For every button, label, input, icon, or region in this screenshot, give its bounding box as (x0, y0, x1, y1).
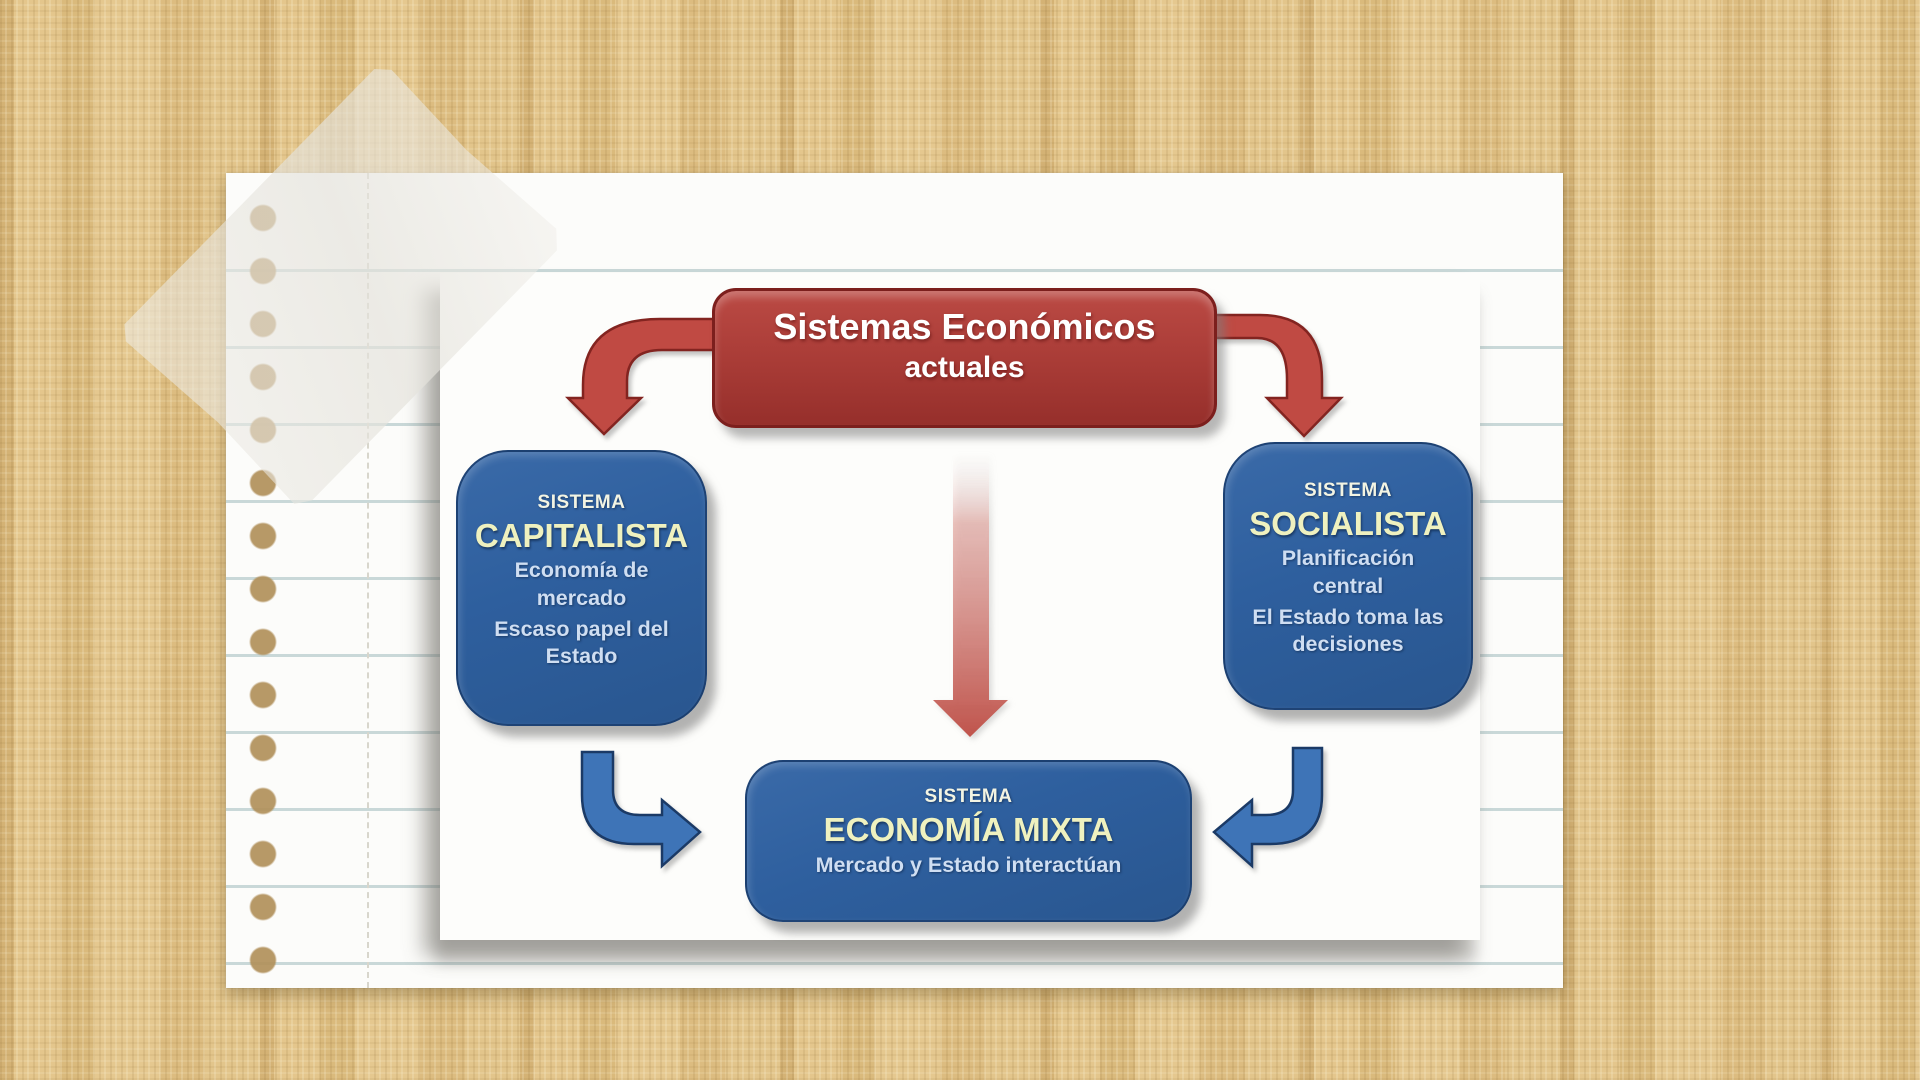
diagram-arrows (564, 313, 1344, 869)
socialista-body-1: Planificación central (1281, 545, 1415, 598)
node-sistema-socialista: SISTEMA SOCIALISTA Planificación central… (1223, 442, 1473, 710)
mixta-kicker: SISTEMA (924, 786, 1013, 807)
mixta-body-1: Mercado y Estado interactúan (815, 852, 1122, 877)
capitalista-title: CAPITALISTA (474, 517, 689, 554)
capitalista-body-2: Escaso papel del Estado (494, 616, 669, 669)
node-sistema-capitalista: SISTEMA CAPITALISTA Economía de mercado … (456, 450, 707, 726)
elbow-arrow-top-left-icon (564, 317, 722, 436)
capitalista-body-1: Economía de mercado (514, 557, 649, 610)
socialista-kicker: SISTEMA (1304, 480, 1392, 501)
mixta-title: ECONOMÍA MIXTA (823, 811, 1114, 848)
arrow-down-center (933, 452, 1008, 737)
elbow-arrow-bottom-right-icon (1212, 746, 1324, 869)
elbow-arrow-bottom-left-icon (580, 750, 702, 869)
margin-dashed-line (367, 173, 369, 988)
root-title-line2: actuales (904, 351, 1025, 385)
root-title-line1: Sistemas Económicos (773, 306, 1156, 347)
elbow-arrow-top-right-icon (1210, 313, 1344, 438)
root-node-sistemas-economicos: Sistemas Económicos actuales (712, 288, 1217, 428)
node-sistema-economia-mixta: SISTEMA ECONOMÍA MIXTA Mercado y Estado … (745, 760, 1192, 922)
socialista-title: SOCIALISTA (1249, 505, 1447, 542)
capitalista-kicker: SISTEMA (537, 492, 626, 513)
socialista-body-2: El Estado toma las decisiones (1252, 604, 1444, 657)
